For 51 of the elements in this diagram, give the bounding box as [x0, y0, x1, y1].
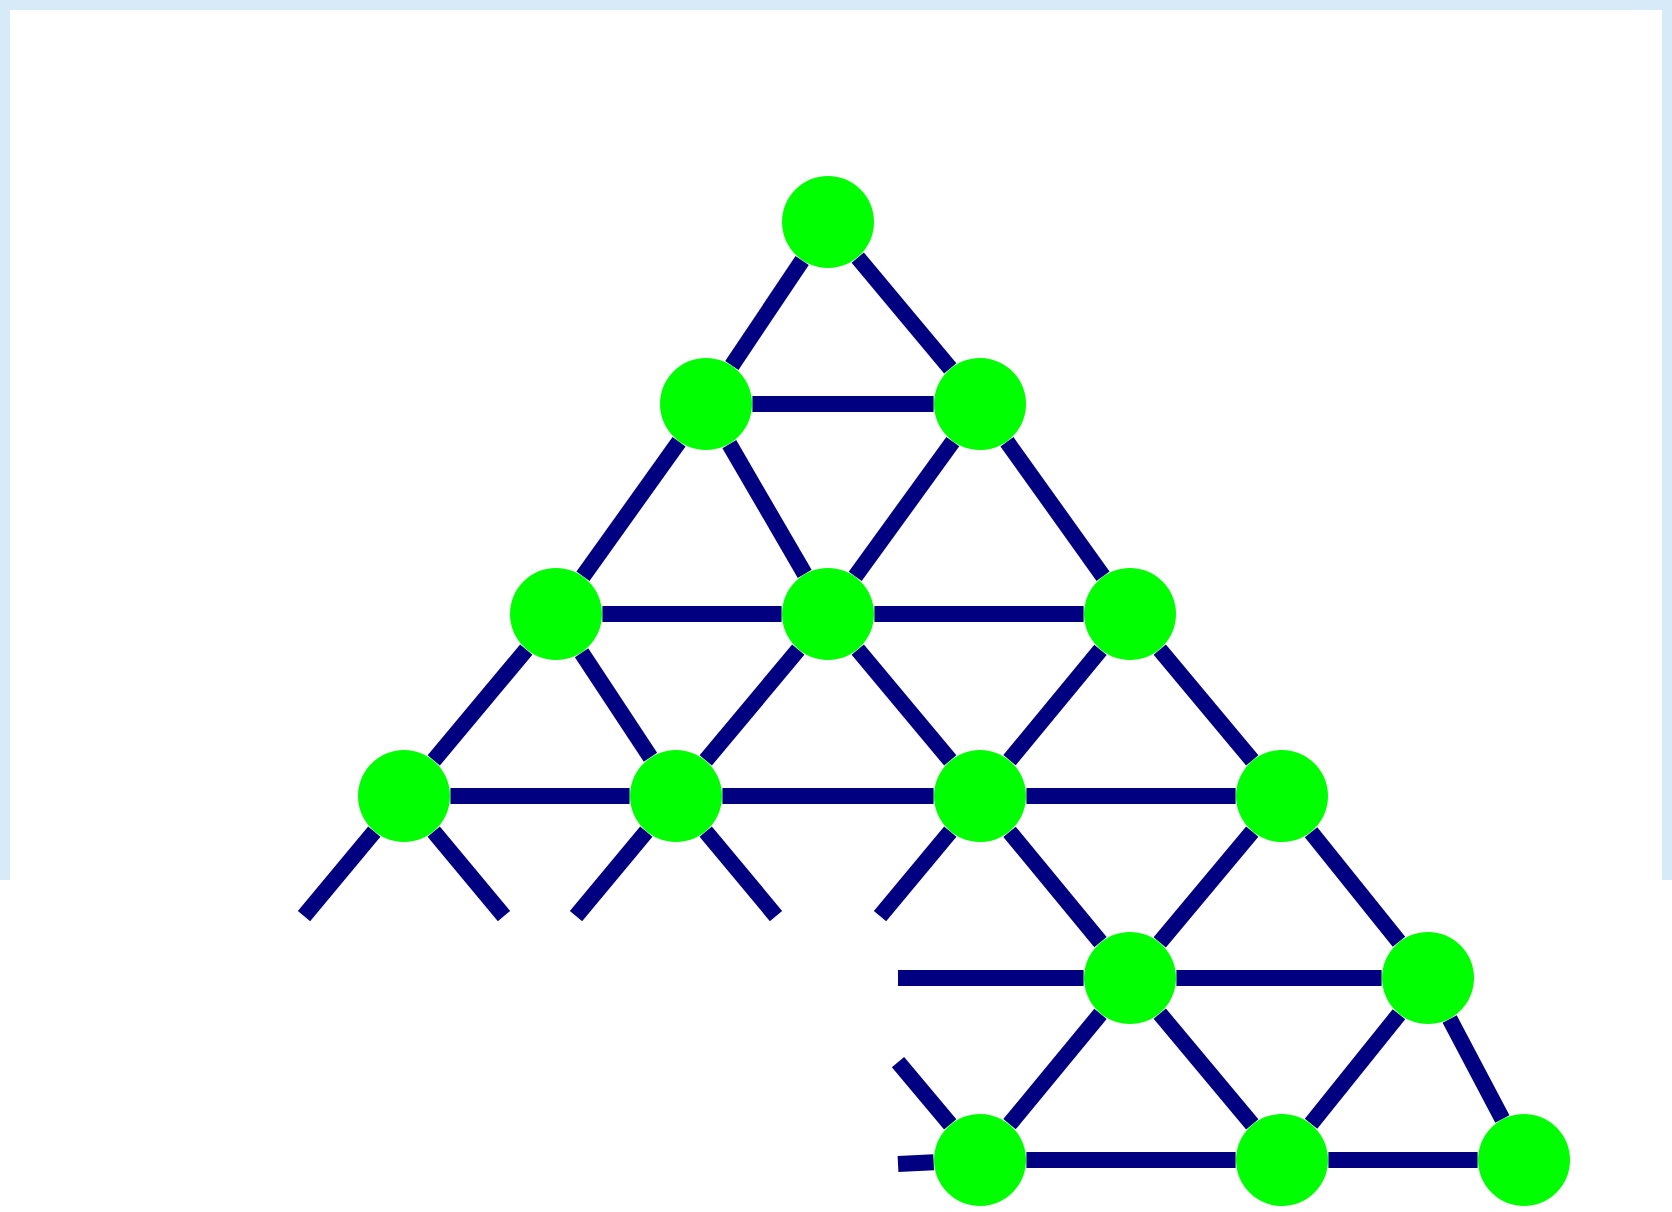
vertex-circle	[782, 568, 874, 660]
edge-line	[898, 970, 1084, 986]
edge-line	[699, 644, 805, 766]
edge-line	[1000, 437, 1110, 581]
vertex-circle	[1478, 1114, 1570, 1206]
vertex-circle	[358, 750, 450, 842]
edge-line	[1304, 1009, 1406, 1129]
edge-line	[1026, 788, 1236, 804]
vertex-circle	[1382, 932, 1474, 1024]
vertex-circle	[1236, 1114, 1328, 1206]
edge-line	[897, 1154, 935, 1172]
vertex-circle	[934, 750, 1026, 842]
edge-line	[874, 606, 1084, 622]
vertex-circle	[934, 358, 1026, 450]
edge-line	[1153, 644, 1259, 766]
edge-line	[576, 437, 686, 581]
edge-line	[1026, 1152, 1236, 1168]
edge-line	[427, 826, 511, 922]
edge-line	[1003, 1008, 1107, 1130]
edge-line	[1328, 1152, 1478, 1168]
vertex-circle	[934, 1114, 1026, 1206]
edge-line	[1153, 826, 1259, 948]
edge-line	[1304, 827, 1406, 947]
vertex-circle	[1084, 568, 1176, 660]
edge-line	[891, 1056, 957, 1130]
edge-line	[752, 396, 934, 412]
vertex-circle	[1084, 932, 1176, 1024]
edge-line	[873, 826, 957, 922]
edge-line	[569, 826, 653, 922]
edge-line	[1153, 1008, 1259, 1130]
edge-line	[297, 826, 381, 922]
edge-line	[427, 644, 533, 766]
edge-line	[851, 252, 957, 374]
edge-line	[450, 788, 630, 804]
edge-line	[699, 826, 783, 922]
edge-line	[848, 436, 960, 582]
edge-line	[722, 440, 812, 578]
vertex-circle	[660, 358, 752, 450]
edge-line	[1003, 644, 1107, 766]
edge-line	[574, 648, 658, 762]
vertex-circle	[1236, 750, 1328, 842]
vertex-circle	[510, 568, 602, 660]
edge-line	[851, 644, 957, 766]
edge-line	[1442, 1015, 1510, 1123]
edge-line	[722, 788, 934, 804]
edge-line	[602, 606, 782, 622]
vertex-circle	[630, 750, 722, 842]
edge-line	[1176, 970, 1382, 986]
edge-line	[725, 256, 809, 370]
edge-line	[1003, 826, 1107, 948]
vertex-circle	[782, 176, 874, 268]
